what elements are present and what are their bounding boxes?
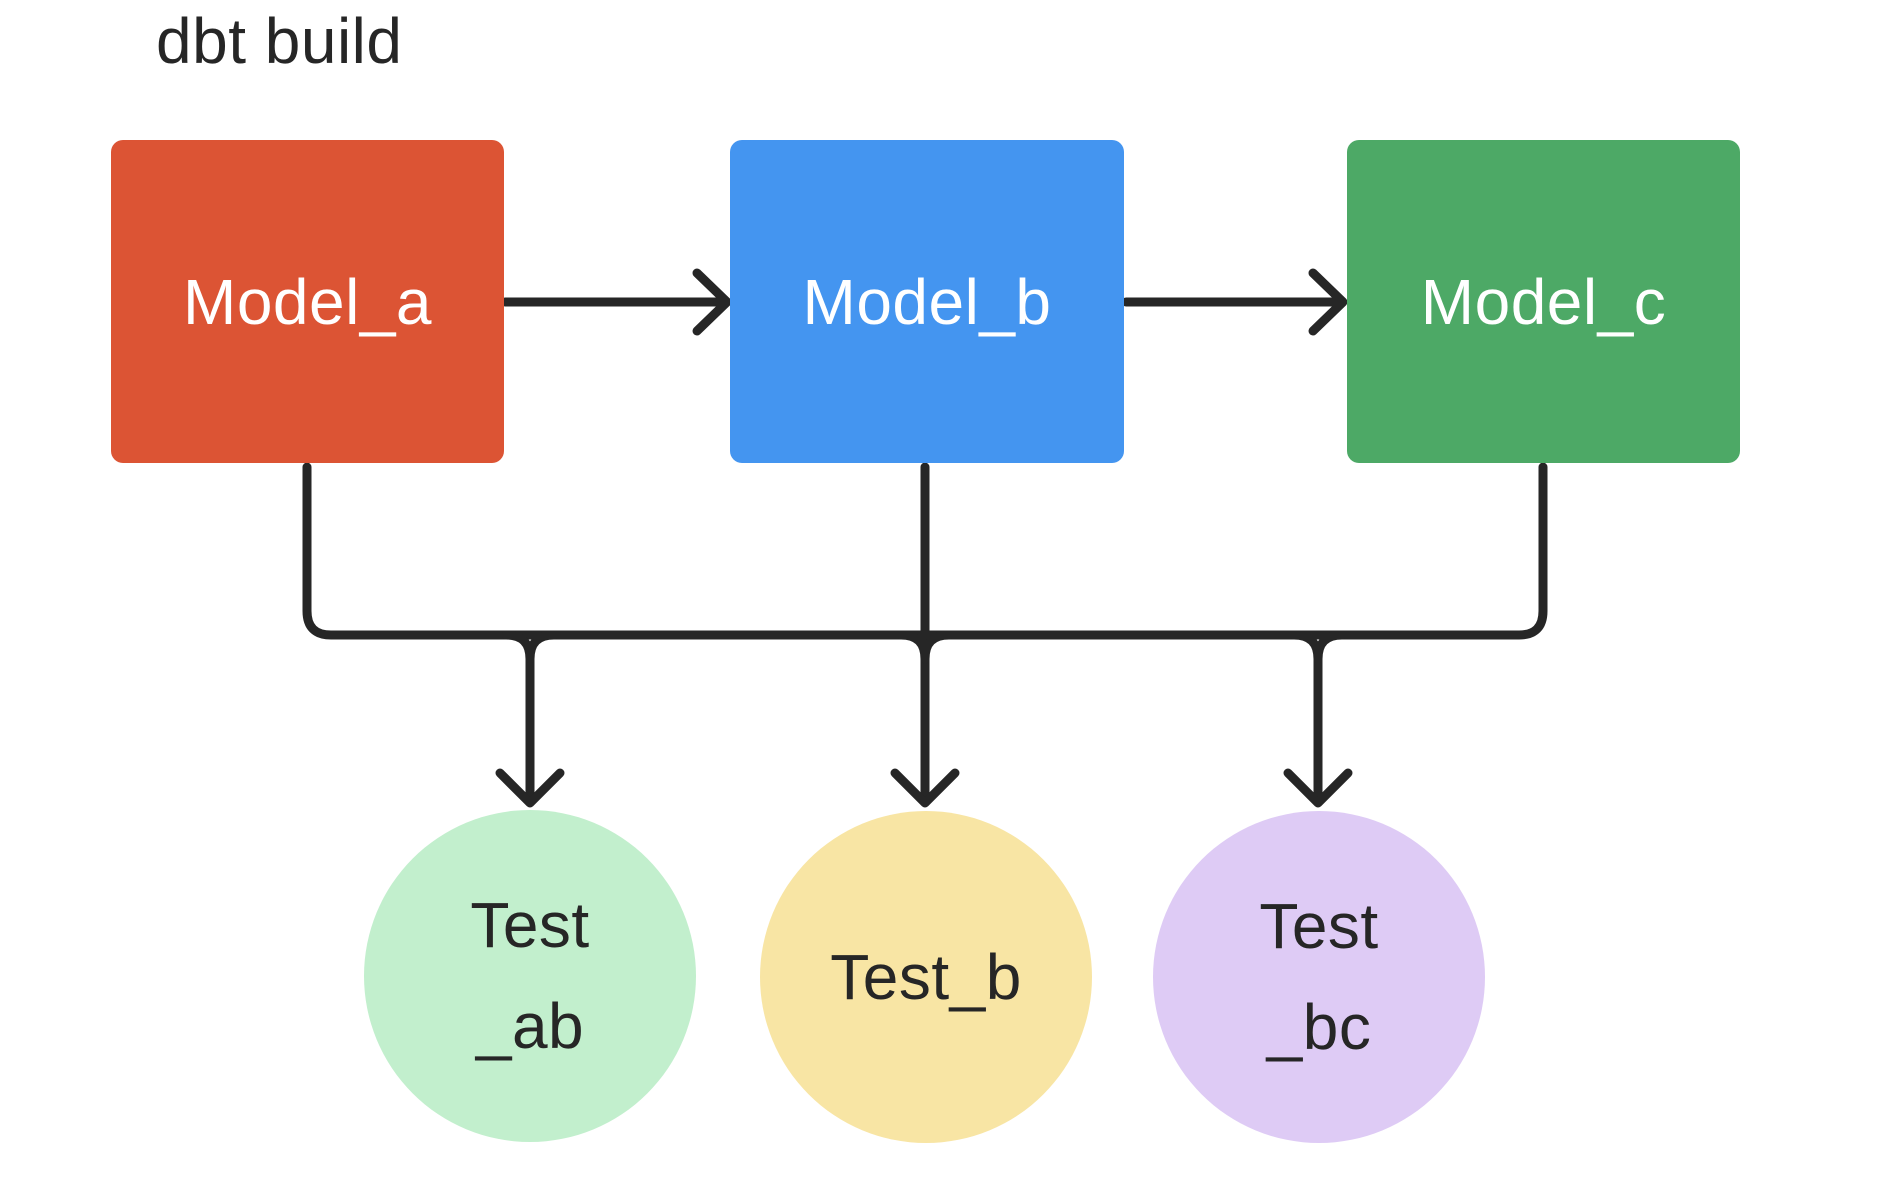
node-test-ab-label-line2: _ab xyxy=(475,990,585,1062)
arrowhead-model-c-icon xyxy=(1308,268,1348,336)
edge-test-b-fillet-right xyxy=(920,630,954,664)
edge-to-test-bc xyxy=(1289,630,1323,804)
node-model-a-label: Model_a xyxy=(183,265,432,338)
node-model-b-label: Model_b xyxy=(802,265,1052,338)
node-model-a: Model_a xyxy=(111,140,504,463)
edge-bus xyxy=(302,462,1548,640)
edge-test-b-fillet-left xyxy=(896,630,930,664)
node-model-c-label: Model_c xyxy=(1420,265,1667,338)
edge-to-test-ab-fillet xyxy=(525,630,559,664)
node-test-bc-label-line1: Test xyxy=(1259,890,1379,962)
node-model-b: Model_b xyxy=(730,140,1124,463)
node-test-bc-label-line2: _bc xyxy=(1266,991,1372,1063)
node-test-b-label: Test_b xyxy=(830,940,1022,1013)
arrowhead-test-ab-icon xyxy=(495,768,565,808)
node-model-c: Model_c xyxy=(1347,140,1740,463)
node-test-bc: Test _bc xyxy=(1153,811,1485,1143)
edge-to-test-bc-fillet xyxy=(1313,630,1347,664)
arrowhead-test-b-icon xyxy=(890,768,960,808)
node-test-b: Test_b xyxy=(760,811,1092,1143)
node-test-ab-label-line1: Test xyxy=(470,889,590,961)
arrowhead-test-bc-icon xyxy=(1283,768,1353,808)
diagram-title: dbt build xyxy=(156,5,403,77)
node-test-ab: Test _ab xyxy=(364,810,696,1142)
edge-to-test-ab xyxy=(501,630,535,804)
arrowhead-model-b-icon xyxy=(692,268,732,336)
